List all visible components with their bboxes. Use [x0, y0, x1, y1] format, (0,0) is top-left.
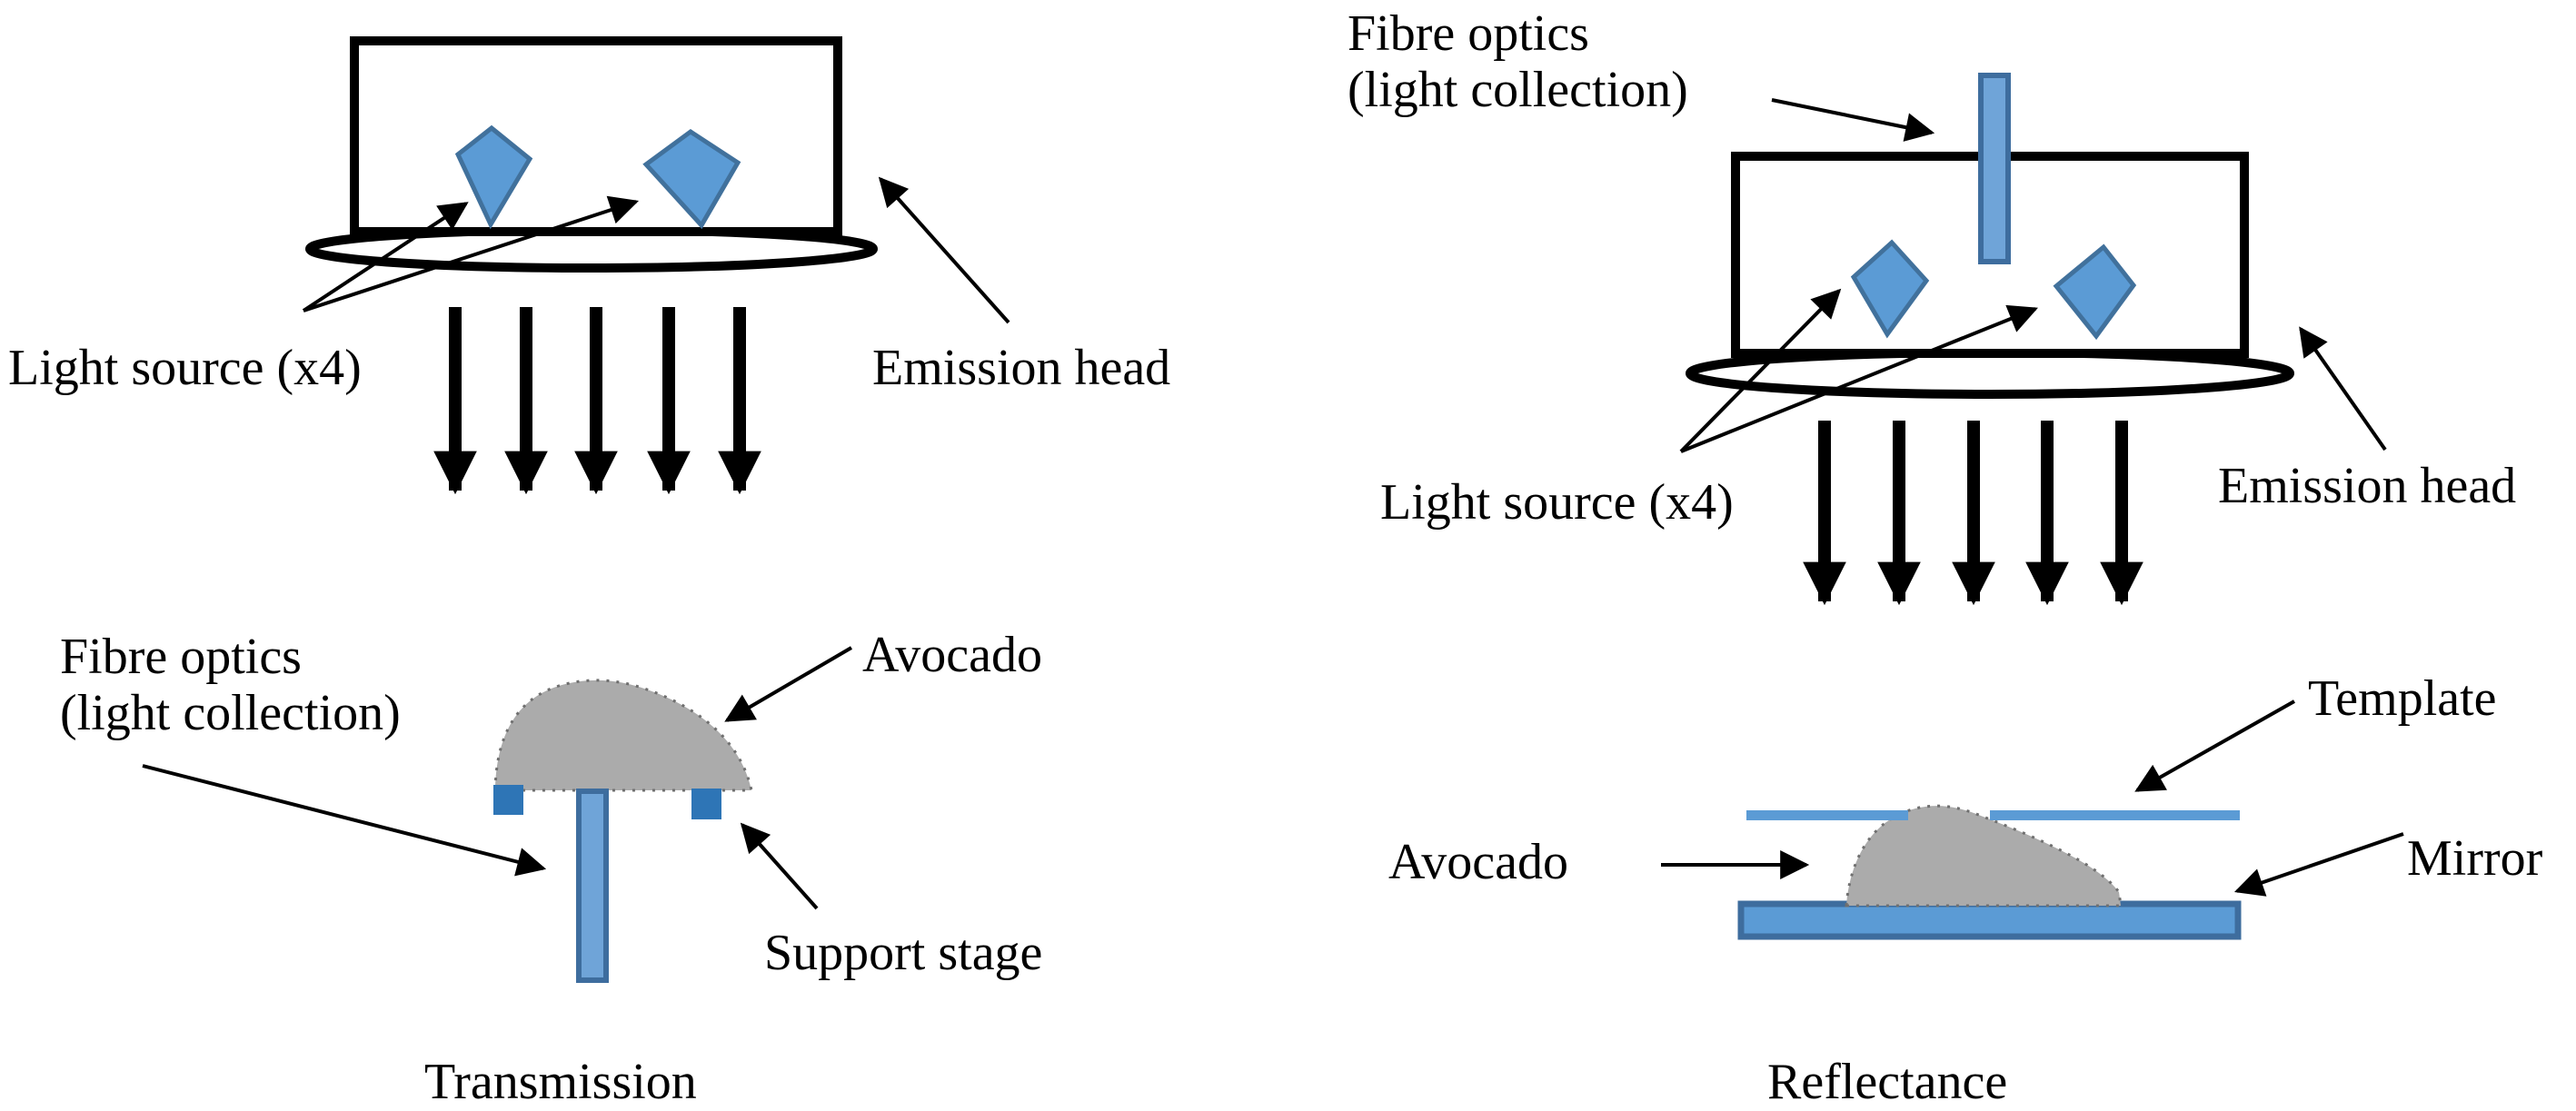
template-plate [1746, 810, 1908, 820]
light-source-pointer-arrow [1679, 288, 1842, 453]
label-light-source: Light source (x4) [1380, 474, 1734, 531]
label-fibre-optics-line1: Fibre optics [60, 629, 302, 685]
emission-head-box-left [350, 36, 842, 236]
light-source-lamp-icon [1850, 239, 1930, 339]
label-support-stage: Support stage [764, 925, 1043, 981]
label-mirror: Mirror [2407, 830, 2543, 887]
template-plate [1990, 810, 2240, 820]
fibre-optics-pointer-arrow [1771, 98, 1935, 142]
fibre-optic-probe [1978, 73, 2011, 264]
fibre-optic-probe [576, 789, 609, 983]
panel-title-reflectance: Reflectance [1767, 1054, 2008, 1110]
emission-head-pointer-arrow [878, 176, 1010, 324]
label-fibre-optics: Fibre optics (light collection) [60, 629, 401, 741]
template-pointer-arrow [2134, 699, 2295, 792]
label-emission-head: Emission head [872, 340, 1171, 396]
label-fibre-optics-line1: Fibre optics [1348, 5, 1589, 62]
support-stage-pointer-arrow [740, 822, 819, 910]
panel-title-transmission: Transmission [424, 1054, 697, 1110]
light-source-pointer-arrow [303, 195, 640, 312]
label-fibre-optics: Fibre optics (light collection) [1348, 5, 1688, 118]
label-fibre-optics-line2: (light collection) [1348, 62, 1688, 118]
avocado-pointer-arrow [724, 646, 853, 722]
label-light-source: Light source (x4) [8, 340, 362, 396]
mirror-pointer-arrow [2233, 832, 2404, 897]
label-template: Template [2308, 670, 2497, 727]
fibre-optics-pointer-arrow [142, 764, 547, 877]
light-source-lamp-icon [642, 128, 741, 230]
mirror-plate [1737, 900, 2242, 940]
label-avocado: Avocado [1388, 834, 1568, 890]
support-stage-block [493, 785, 523, 815]
emission-head-pointer-arrow [2299, 326, 2387, 451]
label-fibre-optics-line2: (light collection) [60, 685, 401, 741]
avocado-sample [493, 679, 753, 792]
label-avocado: Avocado [862, 627, 1042, 683]
light-source-pointer-arrow [1680, 304, 2038, 453]
light-source-lamp-icon [454, 124, 533, 230]
emission-head-base-right [1686, 348, 2294, 399]
light-source-pointer-arrow [302, 202, 469, 312]
avocado-sample [1845, 804, 2123, 908]
label-emission-head: Emission head [2218, 458, 2517, 514]
support-stage-block [691, 789, 721, 819]
light-source-lamp-icon [2053, 243, 2137, 341]
